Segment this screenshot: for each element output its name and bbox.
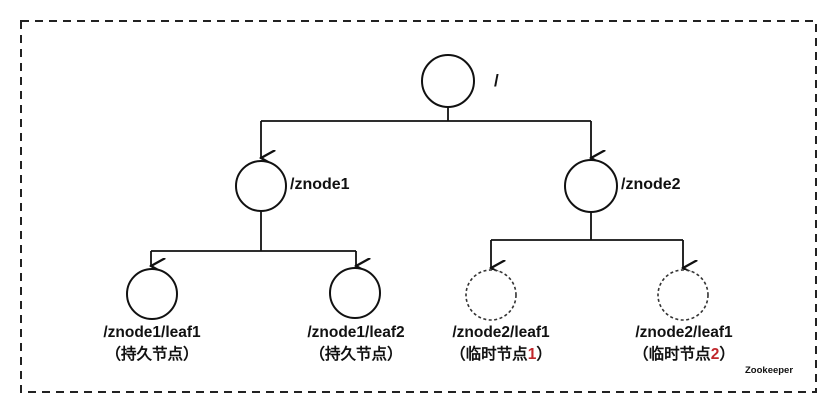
leaf-type-number: 2 xyxy=(710,346,720,363)
leaf-path: /znode2/leaf1 xyxy=(635,324,733,341)
znode2-label: /znode2 xyxy=(621,176,681,193)
leaf-label-znode1-leaf2: /znode1/leaf2 （持久节点） xyxy=(286,322,426,366)
leaf-type-close: ） xyxy=(536,346,552,363)
leaf-label-znode1-leaf1: /znode1/leaf1 （持久节点） xyxy=(82,322,222,366)
leaf-path: /znode1/leaf1 xyxy=(103,324,201,341)
znode2-node[interactable] xyxy=(564,159,618,213)
leaf-label-znode2-leaf1: /znode2/leaf1 （临时节点1） xyxy=(431,322,571,366)
znode2-leaf2-node[interactable] xyxy=(657,269,709,321)
znode2-leaf1-node[interactable] xyxy=(465,269,517,321)
leaf-type: （持久节点） xyxy=(82,344,222,366)
leaf-type-text: （持久节点 xyxy=(309,346,387,363)
znode1-leaf2-node[interactable] xyxy=(329,267,381,319)
leaf-type-close: ） xyxy=(183,346,199,363)
leaf-type-close: ） xyxy=(719,346,735,363)
root-node[interactable] xyxy=(421,54,475,108)
root-label: / xyxy=(494,71,499,90)
leaf-type-text: （临时节点 xyxy=(633,346,711,363)
leaf-type-number: 1 xyxy=(527,346,537,363)
leaf-type-text: （持久节点 xyxy=(105,346,183,363)
leaf-type: （临时节点1） xyxy=(431,344,571,366)
zookeeper-boundary xyxy=(20,20,817,393)
leaf-path: /znode1/leaf2 xyxy=(307,324,405,341)
znode1-leaf1-node[interactable] xyxy=(126,268,178,320)
leaf-path: /znode2/leaf1 xyxy=(452,324,550,341)
leaf-type: （临时节点2） xyxy=(614,344,754,366)
znode1-node[interactable] xyxy=(235,160,287,212)
leaf-type-text: （临时节点 xyxy=(450,346,528,363)
leaf-type-close: ） xyxy=(387,346,403,363)
leaf-label-znode2-leaf2: /znode2/leaf1 （临时节点2） xyxy=(614,322,754,366)
leaf-type: （持久节点） xyxy=(286,344,426,366)
znode1-label: /znode1 xyxy=(290,176,350,193)
zookeeper-label: Zookeeper xyxy=(745,365,794,376)
